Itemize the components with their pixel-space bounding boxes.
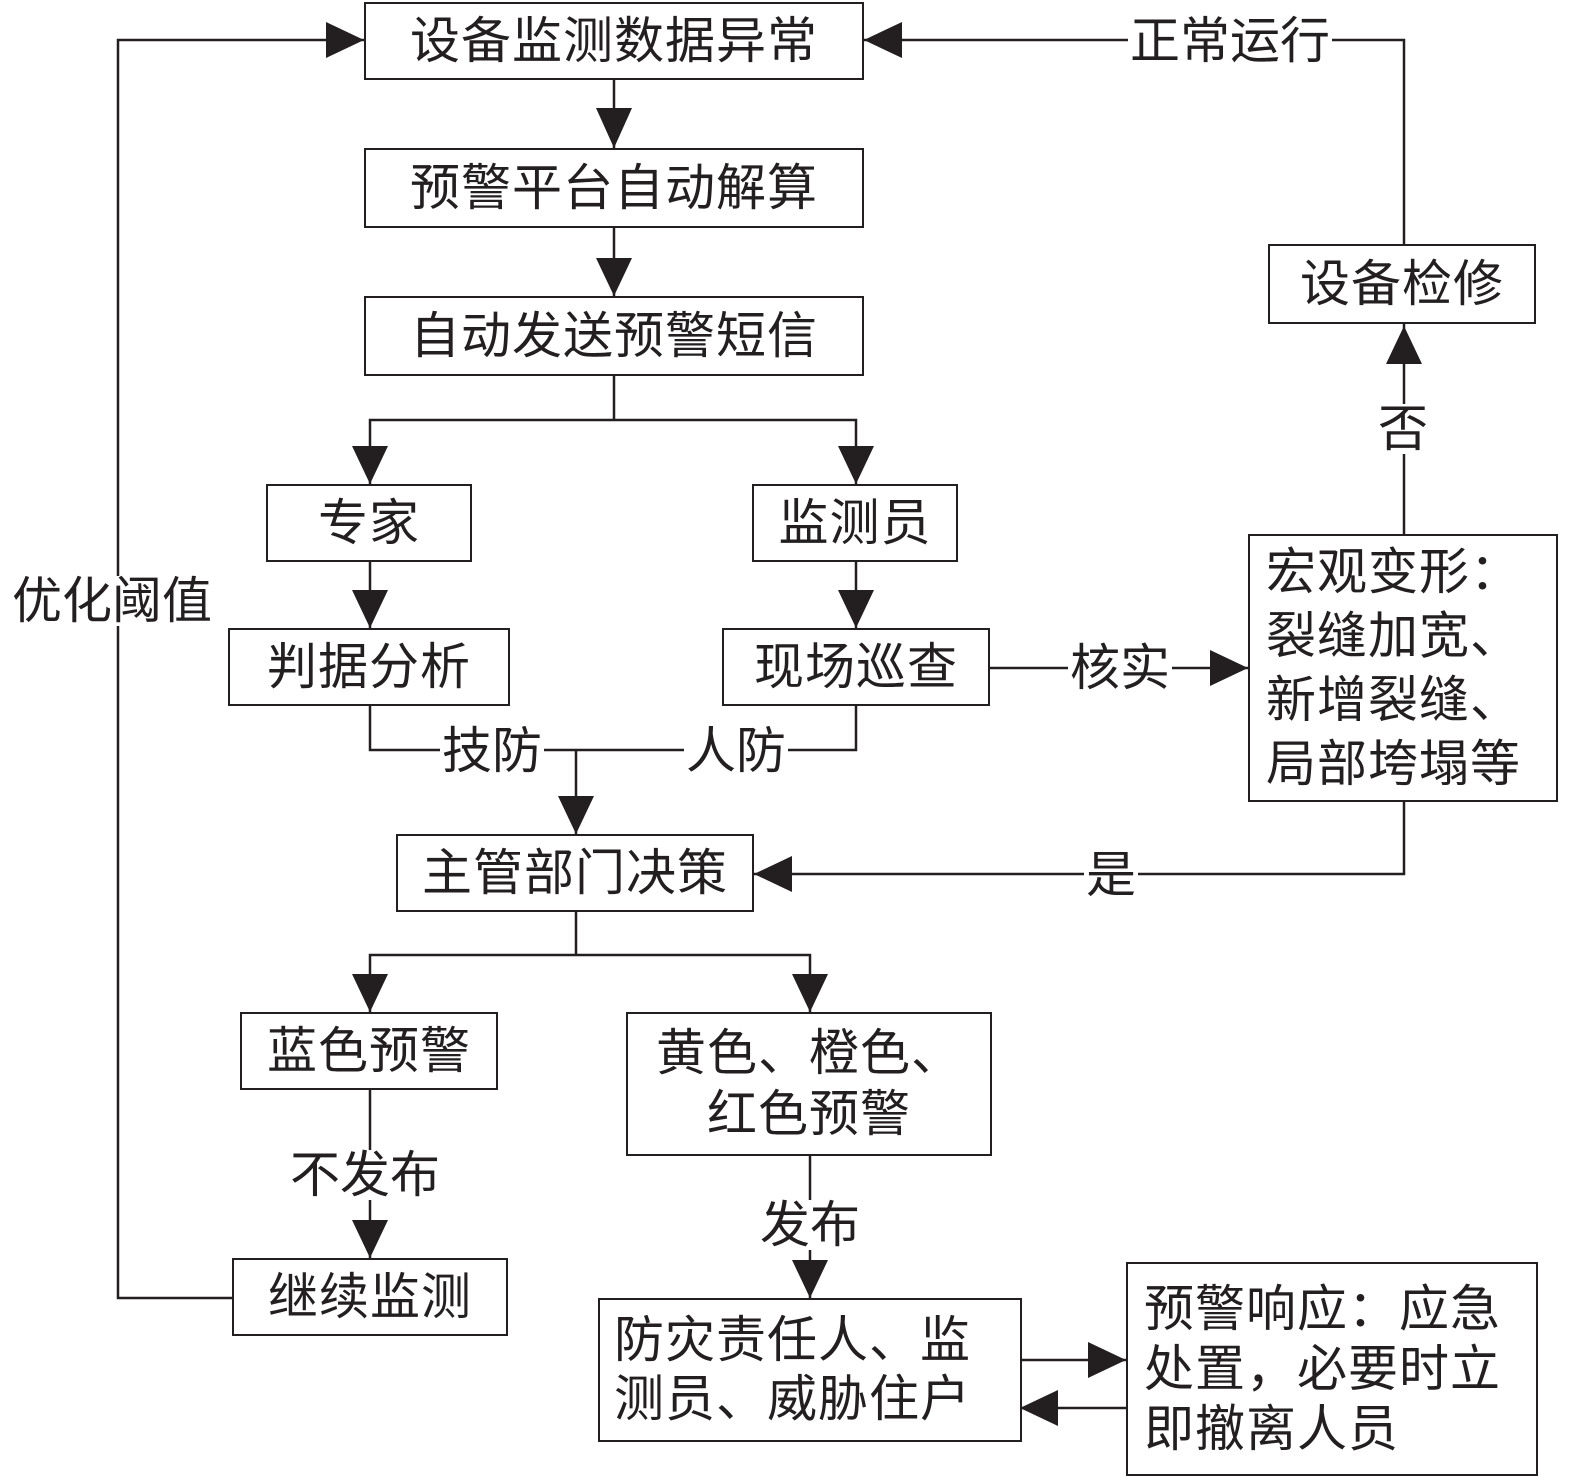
node-continue-monitoring: 继续监测 bbox=[232, 1258, 508, 1336]
label-human-defense: 人防 bbox=[684, 722, 788, 780]
node-patrol: 现场巡查 bbox=[722, 628, 990, 706]
edge-macro-decision bbox=[754, 802, 1406, 876]
node-notify-parties: 防灾责任人、监 测员、威胁住户 bbox=[598, 1298, 1022, 1442]
node-monitor: 监测员 bbox=[752, 484, 958, 562]
arrowhead bbox=[754, 856, 792, 892]
arrowhead bbox=[326, 22, 364, 58]
label-verify: 核实 bbox=[1068, 639, 1172, 697]
arrowhead bbox=[1020, 1390, 1058, 1426]
arrowhead bbox=[558, 796, 594, 834]
arrowhead bbox=[352, 974, 388, 1012]
label-optimize-threshold: 优化阈值 bbox=[10, 572, 214, 630]
arrowhead bbox=[864, 22, 902, 58]
node-auto-calc: 预警平台自动解算 bbox=[364, 148, 864, 228]
edge-split-expert bbox=[368, 418, 858, 484]
node-repair: 设备检修 bbox=[1268, 244, 1536, 324]
node-auto-sms: 自动发送预警短信 bbox=[364, 296, 864, 376]
arrowhead bbox=[352, 590, 388, 628]
arrowhead bbox=[838, 446, 874, 484]
label-tech-defense: 技防 bbox=[440, 722, 544, 780]
edge-repair-anomaly bbox=[864, 38, 1406, 244]
arrowhead bbox=[1210, 650, 1248, 686]
node-decision: 主管部门决策 bbox=[396, 834, 754, 912]
node-blue-warning: 蓝色预警 bbox=[240, 1012, 498, 1090]
label-no: 否 bbox=[1376, 400, 1430, 458]
edge-continue-anomaly bbox=[116, 38, 364, 1300]
node-warning-response: 预警响应：应急 处置，必要时立 即撤离人员 bbox=[1126, 1262, 1538, 1476]
edge-split-blue bbox=[368, 953, 812, 1012]
arrowhead bbox=[596, 108, 632, 148]
node-yellow-orange-red-warning: 黄色、橙色、 红色预警 bbox=[626, 1012, 992, 1156]
arrowhead bbox=[1088, 1342, 1126, 1378]
node-anomaly: 设备监测数据异常 bbox=[364, 2, 864, 80]
arrowheads bbox=[326, 22, 1422, 1426]
arrowhead bbox=[596, 258, 632, 296]
label-normal-run: 正常运行 bbox=[1128, 12, 1332, 70]
arrowhead bbox=[1386, 326, 1422, 364]
edge-analysis-merge bbox=[368, 706, 858, 752]
arrowhead bbox=[838, 590, 874, 628]
arrowhead bbox=[352, 446, 388, 484]
node-macro-deformation: 宏观变形： 裂缝加宽、 新增裂缝、 局部垮塌等 bbox=[1248, 534, 1558, 802]
arrowhead bbox=[792, 1260, 828, 1298]
label-publish: 发布 bbox=[758, 1196, 862, 1254]
node-analysis: 判据分析 bbox=[228, 628, 510, 706]
node-expert: 专家 bbox=[266, 484, 472, 562]
label-yes: 是 bbox=[1084, 846, 1138, 904]
arrowhead bbox=[352, 1220, 388, 1258]
arrowhead bbox=[792, 974, 828, 1012]
label-not-publish: 不发布 bbox=[288, 1146, 442, 1204]
